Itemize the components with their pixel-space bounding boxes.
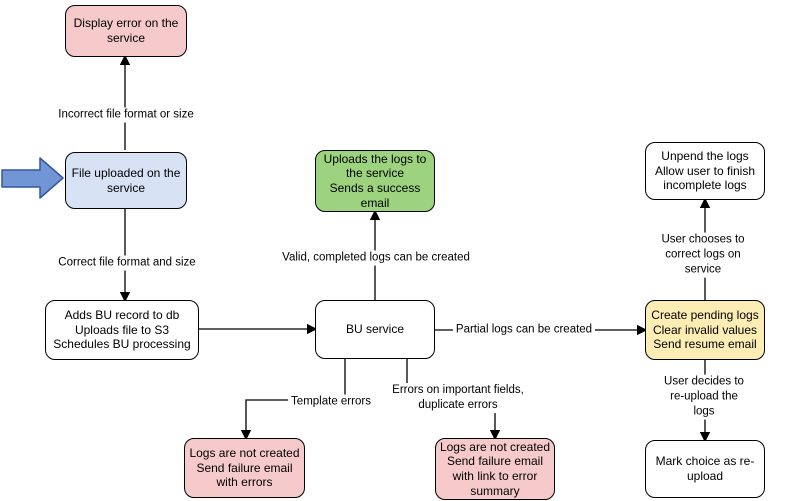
- node-mark-choice-reupload-label: Mark choice as re- upload: [655, 454, 755, 483]
- edge-label-incorrect-file: Incorrect file format or size: [55, 107, 197, 123]
- node-bu-service-label: BU service: [345, 322, 404, 337]
- edge-label-user-correct: User chooses to correct logs on service: [654, 232, 752, 278]
- node-unpend-logs: Unpend the logs Allow user to finish inc…: [645, 142, 765, 200]
- edge-label-user-reupload: User decides to re-upload the logs: [655, 374, 753, 420]
- node-mark-choice-reupload: Mark choice as re- upload: [645, 440, 765, 498]
- node-logs-not-created-summary: Logs are not created Send failure email …: [435, 438, 555, 500]
- node-logs-not-created-summary-label: Logs are not created Send failure email …: [439, 439, 551, 498]
- node-uploads-logs-label: Uploads the logs to the service Sends a …: [323, 151, 427, 210]
- node-uploads-logs: Uploads the logs to the service Sends a …: [315, 150, 435, 212]
- edge-label-template-errors: Template errors: [288, 394, 374, 410]
- node-create-pending-logs-label: Create pending logs Clear invalid values…: [651, 308, 759, 352]
- node-bu-service: BU service: [315, 300, 435, 359]
- node-unpend-logs-label: Unpend the logs Allow user to finish inc…: [654, 149, 756, 193]
- node-adds-bu-record-label: Adds BU record to db Uploads file to S3 …: [53, 308, 191, 352]
- node-adds-bu-record: Adds BU record to db Uploads file to S3 …: [45, 300, 199, 360]
- node-file-uploaded: File uploaded on the service: [65, 152, 187, 209]
- node-logs-not-created-errors: Logs are not created Send failure email …: [184, 438, 305, 498]
- node-file-uploaded-label: File uploaded on the service: [71, 165, 181, 195]
- node-logs-not-created-errors-label: Logs are not created Send failure email …: [189, 446, 300, 490]
- edge-label-valid-logs: Valid, completed logs can be created: [279, 250, 473, 266]
- node-create-pending-logs: Create pending logs Clear invalid values…: [645, 300, 765, 360]
- entry-arrow-icon: [1, 157, 64, 199]
- edge-label-field-errors: Errors on important fields, duplicate er…: [389, 383, 527, 413]
- edge-label-correct-file: Correct file format and size: [55, 255, 199, 271]
- node-display-error: Display error on the service: [65, 5, 187, 57]
- edge-label-partial-logs: Partial logs can be created: [452, 322, 596, 338]
- node-display-error-label: Display error on the service: [73, 16, 179, 45]
